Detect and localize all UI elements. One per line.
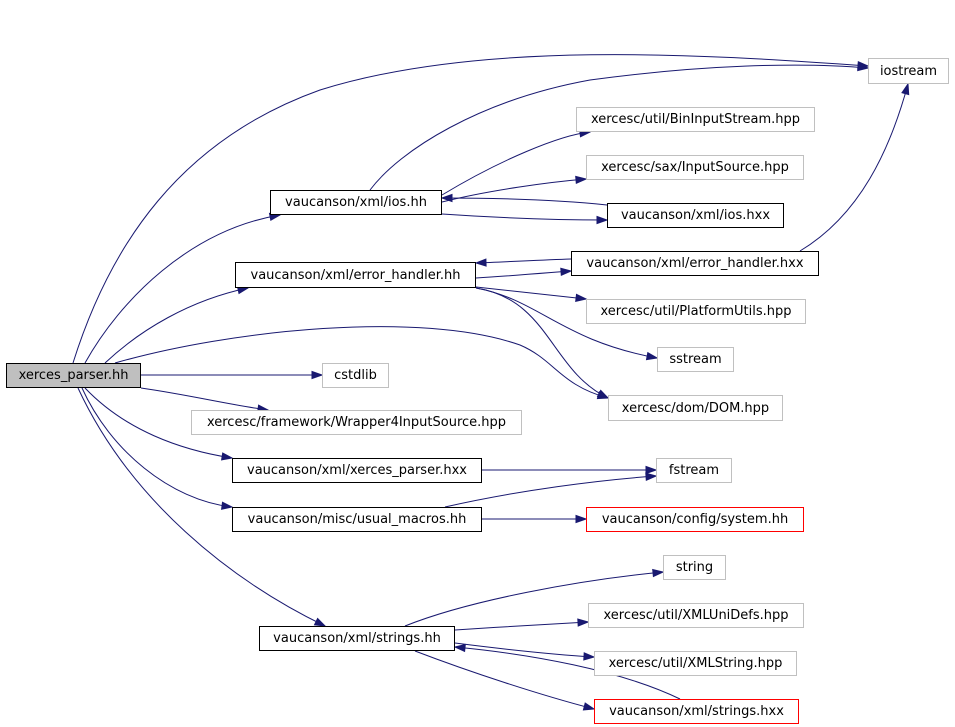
edge-line — [114, 326, 609, 399]
edge-arrowhead — [440, 193, 453, 203]
edge-arrowhead — [645, 472, 658, 481]
edge-line — [454, 642, 595, 658]
node-error-handler-hxx[interactable]: vaucanson/xml/error_handler.hxx — [571, 251, 819, 276]
edge-line — [475, 287, 609, 399]
edge-line — [140, 387, 269, 411]
edge-strings-hh-to-xmlunidefs — [454, 618, 590, 631]
edge-line — [441, 213, 608, 221]
edge-usual-macros-to-fstream — [444, 472, 658, 508]
edge-xerces-parser-hh-to-ios-hh — [84, 212, 282, 364]
node-iostream: iostream — [868, 58, 949, 84]
node-fstream: fstream — [656, 458, 732, 483]
node-ios-hxx[interactable]: vaucanson/xml/ios.hxx — [607, 203, 784, 228]
edge-line — [441, 197, 608, 206]
edge-strings-hh-to-strings-hxx — [414, 650, 596, 711]
edge-arrowhead — [311, 370, 324, 380]
node-dom-hpp: xercesc/dom/DOM.hpp — [608, 395, 783, 421]
edge-line — [475, 270, 572, 279]
node-bininputstream-hpp: xercesc/util/BinInputStream.hpp — [576, 107, 815, 132]
node-xmlstring-hpp: xercesc/util/XMLString.hpp — [594, 651, 797, 676]
edge-usual-macros-to-config-system — [482, 514, 588, 524]
edge-xerces-parser-hh-to-wrapper4inputsource — [140, 387, 270, 413]
edge-arrowhead — [652, 568, 665, 578]
edge-arrowhead — [645, 465, 658, 475]
node-strings-hxx[interactable]: vaucanson/xml/strings.hxx — [594, 699, 799, 724]
edge-arrowhead — [645, 351, 659, 361]
edge-error-handler-hh-to-error-handler-hxx — [475, 267, 573, 279]
edge-arrowhead — [583, 652, 596, 661]
edge-arrowhead — [857, 62, 870, 72]
node-error-handler-hh[interactable]: vaucanson/xml/error_handler.hh — [235, 262, 476, 288]
edge-arrowhead — [901, 82, 910, 96]
edge-xerces-parser-hh-to-xerces-parser-hxx — [84, 387, 234, 461]
edge-line — [454, 646, 681, 700]
edge-line — [444, 475, 657, 508]
edge-line — [84, 387, 233, 459]
node-string: string — [663, 555, 726, 580]
edge-arrowhead — [560, 267, 573, 277]
edge-xerces-parser-hh-to-error-handler-hh — [104, 286, 250, 364]
edge-error-handler-hxx-to-error-handler-hh — [474, 258, 572, 267]
edge-ios-hxx-to-ios-hh — [440, 193, 608, 206]
edge-arrowhead — [313, 617, 327, 627]
edge-line — [84, 214, 281, 364]
edge-error-handler-hh-to-platformutils — [475, 286, 588, 302]
node-strings-hh[interactable]: vaucanson/xml/strings.hh — [259, 626, 455, 651]
node-sstream: sstream — [657, 347, 734, 372]
edge-line — [404, 571, 664, 627]
edge-line — [81, 387, 233, 508]
edge-line — [475, 286, 587, 300]
edge-ios-hh-to-ios-hxx — [441, 213, 609, 225]
node-wrapper4inputsource-hpp: xercesc/framework/Wrapper4InputSource.hp… — [191, 410, 522, 435]
edge-error-handler-hh-to-dom — [475, 287, 610, 399]
edge-line — [104, 287, 249, 364]
edge-arrowhead — [582, 702, 596, 711]
edge-ios-hh-to-bininputstream — [441, 129, 592, 196]
edge-xerces-parser-hh-to-strings-hh — [77, 387, 327, 627]
edge-arrowhead — [474, 258, 487, 267]
node-usual-macros-hh[interactable]: vaucanson/misc/usual_macros.hh — [232, 507, 482, 532]
edge-line — [72, 54, 869, 364]
edge-xerces-parser-hh-to-usual-macros — [81, 387, 234, 510]
node-xerces-parser-hxx[interactable]: vaucanson/xml/xerces_parser.hxx — [232, 458, 482, 483]
node-xerces-parser-hh[interactable]: xerces_parser.hh — [6, 363, 141, 388]
edge-xerces-parser-hxx-to-fstream — [482, 465, 658, 475]
edge-strings-hxx-to-strings-hh — [453, 643, 681, 700]
edge-line — [369, 64, 869, 191]
edge-arrowhead — [575, 514, 588, 524]
node-xmlunidefs-hpp: xercesc/util/XMLUniDefs.hpp — [588, 603, 804, 628]
node-config-system-hh[interactable]: vaucanson/config/system.hh — [586, 507, 804, 532]
edge-arrowhead — [453, 643, 466, 653]
edge-line — [454, 621, 589, 631]
node-inputsource-hpp: xercesc/sax/InputSource.hpp — [586, 155, 804, 180]
edge-ios-hh-to-iostream — [369, 62, 870, 191]
node-ios-hh[interactable]: vaucanson/xml/ios.hh — [270, 190, 442, 215]
edge-strings-hh-to-xmlstring — [454, 642, 596, 661]
edge-line — [799, 83, 909, 252]
edge-arrowhead — [575, 293, 588, 302]
edge-line — [77, 387, 326, 627]
edge-line — [414, 650, 595, 710]
edge-arrowhead — [220, 452, 234, 461]
node-cstdlib: cstdlib — [322, 363, 389, 388]
edge-arrowhead — [221, 501, 234, 510]
edge-arrowhead — [596, 215, 609, 225]
edge-line — [475, 258, 572, 264]
edge-error-handler-hxx-to-iostream — [799, 82, 910, 252]
edge-xerces-parser-hh-to-cstdlib — [141, 370, 324, 380]
edge-arrowhead — [596, 389, 610, 399]
edge-arrowhead — [577, 618, 590, 627]
node-platformutils-hpp: xercesc/util/PlatformUtils.hpp — [586, 299, 806, 324]
edge-line — [441, 131, 591, 196]
edge-arrowhead — [575, 175, 588, 185]
edge-strings-hh-to-string — [404, 568, 665, 627]
